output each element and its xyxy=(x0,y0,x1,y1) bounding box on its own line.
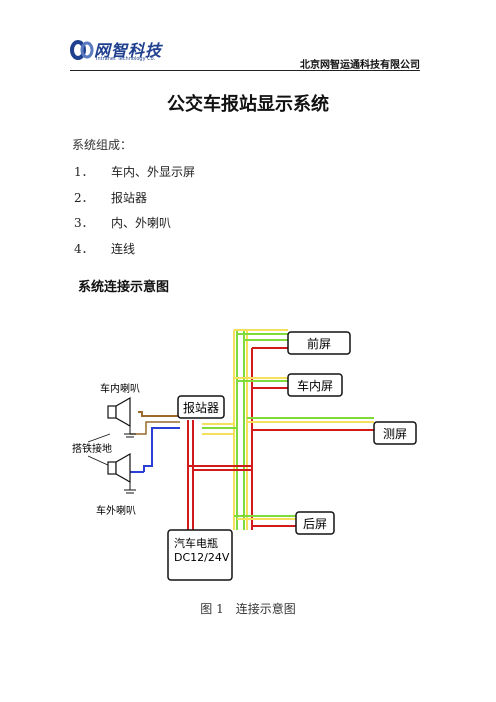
intro-text: 系统组成： xyxy=(72,138,133,152)
connection-diagram: 前屏 车内屏 测屏 后屏 报站器 汽车电瓶 DC12/24V 车内喇叭 搭铁接地… xyxy=(72,329,417,581)
logo-subtitle: Intranet Technology Co. xyxy=(96,56,156,62)
announcer-box xyxy=(177,395,225,419)
list-item: 3． 内、外喇叭 xyxy=(74,214,171,231)
header-rule xyxy=(70,70,420,71)
list-text: 内、外喇叭 xyxy=(111,216,172,230)
front-screen-box xyxy=(287,331,351,355)
side-screen-label: 测屏 xyxy=(383,427,407,441)
company-logo: 网智科技 Intranet Technology Co. xyxy=(70,38,180,68)
battery-box xyxy=(167,529,233,581)
rear-screen-box xyxy=(295,511,335,535)
list-item: 2． 报站器 xyxy=(74,189,147,206)
page-header: 网智科技 Intranet Technology Co. 北京网智运通科技有限公… xyxy=(70,38,420,72)
list-text: 连线 xyxy=(111,242,136,256)
list-text: 报站器 xyxy=(111,191,148,205)
speaker-wires xyxy=(128,411,180,473)
inner-screen-box xyxy=(287,373,343,397)
list-item: 1． 车内、外显示屏 xyxy=(74,163,195,180)
list-number: 3． xyxy=(74,216,94,230)
inner-screen-label: 车内屏 xyxy=(297,378,333,393)
announcer-label: 报站器 xyxy=(183,400,219,415)
figure-caption: 图 1 连接示意图 xyxy=(200,602,296,616)
battery-label: 汽车电瓶 xyxy=(174,536,218,550)
side-screen-box xyxy=(373,421,417,445)
ground-pointer xyxy=(87,455,111,467)
rear-screen-label: 后屏 xyxy=(303,517,327,531)
page-title: 公交车报站显示系统 xyxy=(167,94,329,115)
company-name: 北京网智运通科技有限公司 xyxy=(300,60,420,71)
wire-bus xyxy=(187,329,374,530)
front-screen-label: 前屏 xyxy=(307,336,331,351)
logo-text: 网智科技 xyxy=(94,41,163,60)
logo-mark-icon xyxy=(70,40,94,60)
ground-pointer xyxy=(87,433,111,443)
list-number: 2． xyxy=(74,191,94,205)
ground-label: 搭铁接地 xyxy=(72,442,112,455)
inner-speaker-label: 车内喇叭 xyxy=(100,382,140,395)
inner-speaker-icon xyxy=(107,396,136,438)
list-number: 4． xyxy=(74,242,94,256)
outer-speaker-icon xyxy=(107,452,136,494)
outer-speaker-label: 车外喇叭 xyxy=(96,504,136,517)
list-text: 车内、外显示屏 xyxy=(111,165,196,179)
battery-voltage: DC12/24V xyxy=(174,551,230,564)
section-title: 系统连接示意图 xyxy=(78,280,170,295)
list-number: 1． xyxy=(74,165,94,179)
list-item: 4． 连线 xyxy=(74,240,135,257)
